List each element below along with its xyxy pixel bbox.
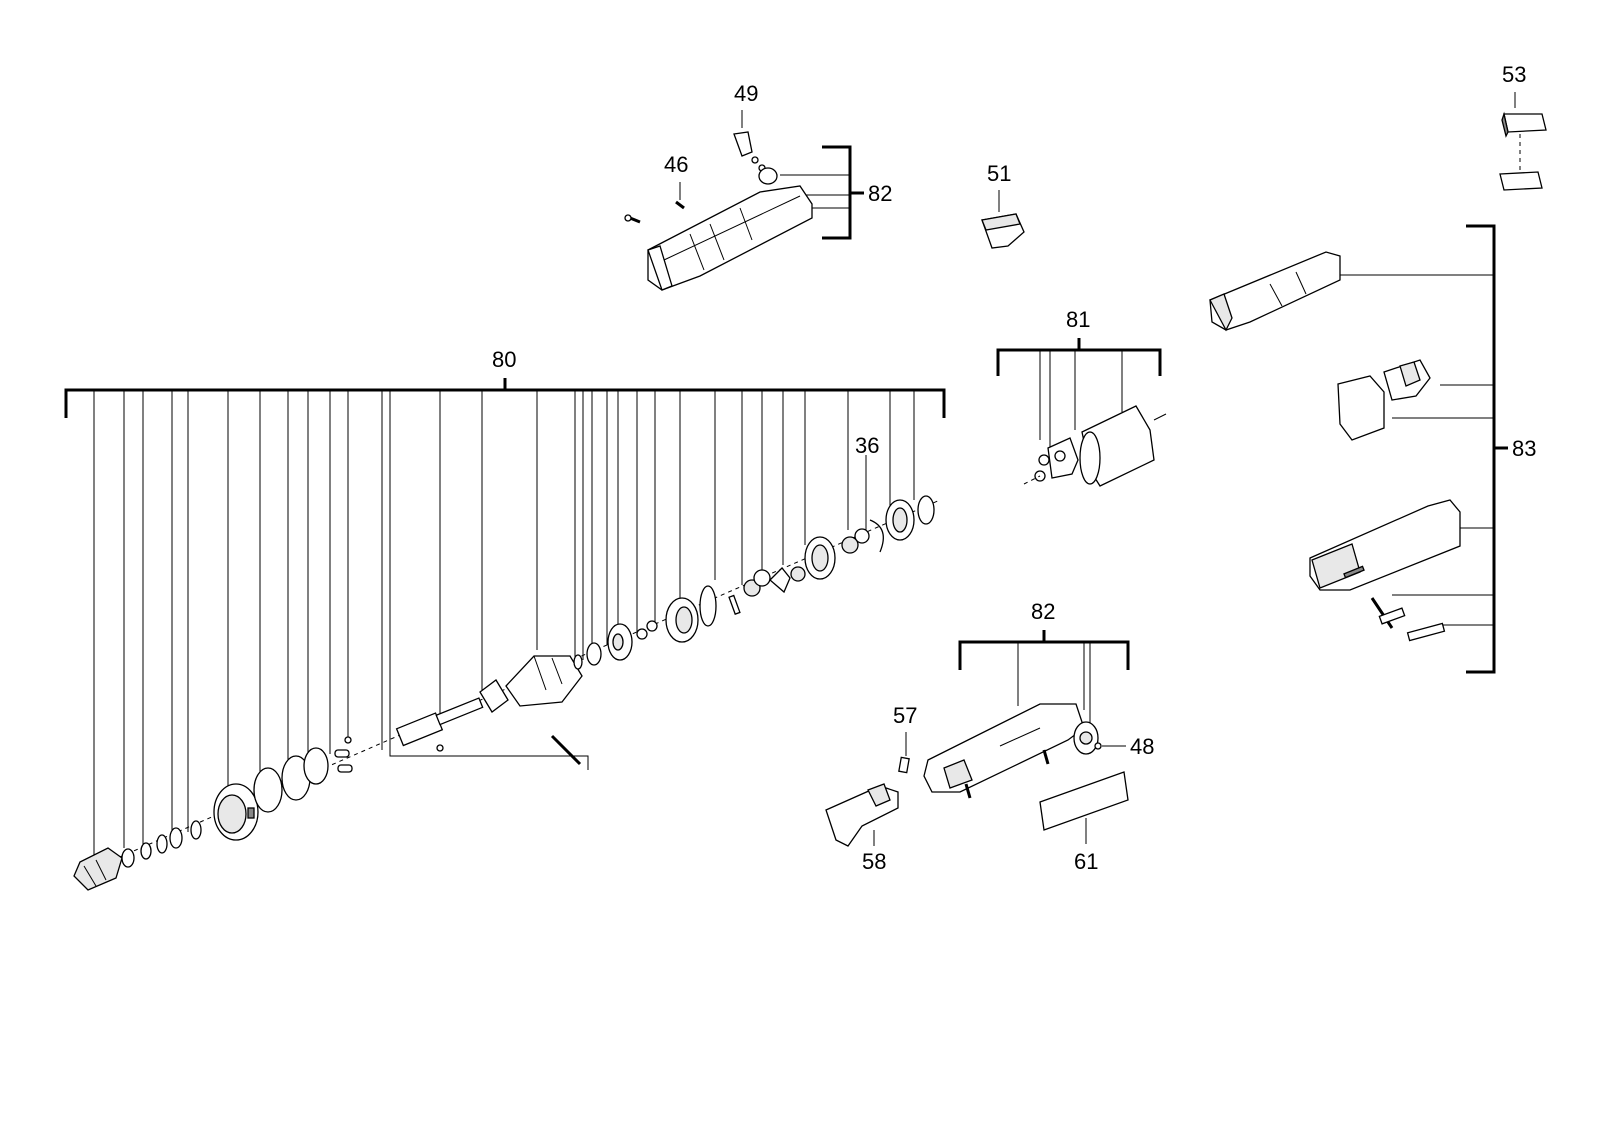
part-51: 51 (981, 161, 1025, 249)
label-strip-part (1406, 622, 1446, 642)
spring-clip-part-36 (869, 519, 884, 553)
motor-plate-part (1047, 437, 1079, 479)
carrier-part (769, 567, 791, 594)
plate-part (1499, 171, 1543, 191)
screw-part-46 (675, 182, 685, 210)
ring-gear-part (804, 536, 836, 580)
label-83: 83 (1512, 436, 1536, 461)
housing-half-part (923, 703, 1085, 793)
label-46: 46 (664, 152, 688, 177)
ring-part (573, 654, 583, 670)
switch-assembly-part (1337, 359, 1431, 441)
bracket-82-bottom (958, 640, 1130, 670)
gear-part (790, 566, 806, 582)
bracket-83 (1466, 224, 1496, 674)
ring-gear-housing-part (665, 597, 699, 643)
assembly-82-bottom: 82 48 (923, 599, 1154, 799)
part-61: 61 (1039, 771, 1129, 874)
ball-part (344, 736, 352, 744)
spring-part (169, 827, 183, 849)
screw-part (1038, 454, 1050, 466)
part-58: 58 (825, 783, 899, 874)
label-48: 48 (1130, 734, 1154, 759)
assembly-80: 80 (64, 347, 946, 891)
led-board-part (1370, 597, 1406, 629)
label-53: 53 (1502, 62, 1526, 87)
gear-part (753, 569, 771, 587)
bracket-82-top (822, 145, 852, 240)
ring-part (190, 820, 202, 840)
carrier-part (607, 623, 633, 661)
label-61: 61 (1074, 849, 1098, 874)
housing-half-part (647, 185, 813, 291)
bracket-80 (64, 388, 946, 418)
gear-part (854, 528, 870, 544)
ball-part-48 (1094, 742, 1102, 750)
part-53: 53 (1499, 62, 1547, 191)
o-ring-part (699, 585, 717, 627)
assembly-82-top: 82 46 49 (624, 81, 892, 291)
label-57: 57 (893, 703, 917, 728)
pin-part (334, 749, 350, 758)
gear-cover-part (1073, 721, 1099, 755)
chuck-sleeve-part (73, 847, 123, 891)
ring-part (121, 848, 135, 868)
label-82-bottom: 82 (1031, 599, 1055, 624)
label-58: 58 (862, 849, 886, 874)
collar-part (213, 783, 259, 841)
ring-part (140, 842, 152, 860)
leader-lines-80 (93, 390, 915, 870)
motor-part (1079, 405, 1167, 487)
clutch-plate-part (303, 747, 329, 785)
pin-part (728, 594, 741, 615)
output-spindle-part (395, 679, 509, 747)
assembly-81: 81 (996, 307, 1167, 487)
label-36: 36 (855, 433, 879, 458)
planet-gear-part (646, 620, 658, 632)
handle-cover-part (1309, 499, 1461, 591)
gear-part (841, 536, 859, 554)
stop-pin-part (550, 734, 582, 766)
part-57: 57 (893, 703, 917, 774)
label-80: 80 (492, 347, 516, 372)
gear-housing-part (505, 655, 583, 707)
assembly-83: 83 (1209, 224, 1536, 674)
ring-gear-part (885, 499, 915, 541)
ball-part (436, 744, 444, 752)
handle-housing-half-part (1209, 251, 1341, 332)
label-82-top: 82 (868, 181, 892, 206)
washer-part (586, 642, 602, 666)
screw-part (964, 783, 972, 799)
planet-gear-part (636, 628, 648, 640)
screw-part (624, 214, 641, 224)
label-81: 81 (1066, 307, 1090, 332)
bracket-81 (996, 348, 1162, 376)
ring-gear-part (253, 767, 283, 813)
washer-part (917, 495, 935, 525)
screw-part (1042, 749, 1050, 765)
label-51: 51 (987, 161, 1011, 186)
screw-part-49 (733, 110, 778, 185)
plate-part (1503, 113, 1547, 133)
ring-part (156, 834, 168, 854)
pin-part (337, 764, 353, 773)
label-49: 49 (734, 81, 758, 106)
